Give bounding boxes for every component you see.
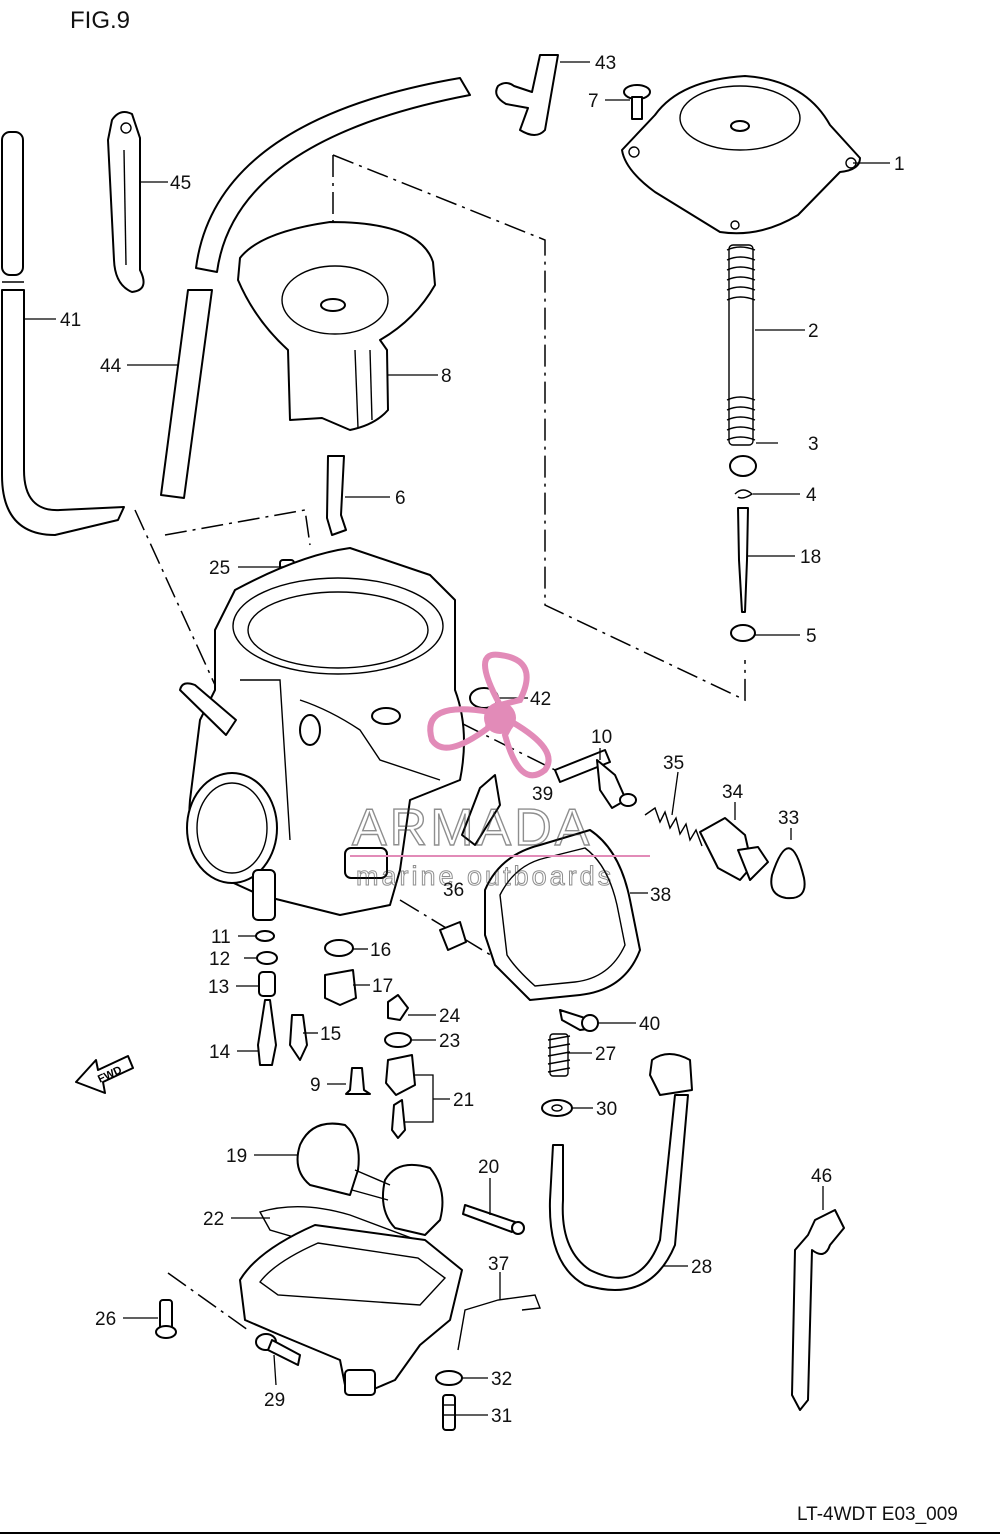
float-valve-group [345,994,416,1139]
part-label-5: 5 [806,626,817,647]
part-label-20: 20 [478,1157,499,1178]
watermark-brand: ARMADA [352,799,592,857]
pilot-screw-group [554,749,806,900]
armada-watermark: ARMADA marine outboards [350,651,650,892]
part-label-6: 6 [395,488,406,509]
top-cover-1 [621,75,861,235]
part-label-41: 41 [60,310,81,331]
part-label-29: 29 [264,1390,285,1411]
plug-36 [439,921,467,951]
part-label-31: 31 [491,1406,512,1427]
part-label-43: 43 [595,53,616,74]
screw-7 [623,84,651,120]
part-label-44: 44 [100,356,122,377]
part-label-17: 17 [372,976,393,997]
part-label-18: 18 [800,547,821,568]
part-label-21: 21 [453,1090,474,1111]
carburetor-body [179,547,501,921]
part-label-24: 24 [439,1006,461,1027]
part-label-23: 23 [439,1031,460,1052]
jets-left-group [255,930,357,1066]
float-19 [296,1122,444,1236]
part-label-19: 19 [226,1146,247,1167]
part-label-40: 40 [639,1014,660,1035]
part-label-34: 34 [722,782,744,803]
hose-41 [1,131,125,536]
part-label-25: 25 [209,558,230,579]
drain-screw-group [435,1370,463,1431]
figure-title: FIG.9 [70,7,130,34]
part-label-37: 37 [488,1254,509,1275]
propeller-logo-icon [427,651,552,779]
part-number-labels: 43 7 1 2 3 4 18 5 8 6 45 41 44 25 42 10 … [60,53,905,1427]
spring-27 [547,1033,571,1077]
screw-26 [155,1299,177,1339]
part-label-2: 2 [808,321,819,342]
part-label-42: 42 [530,689,551,710]
part-label-32: 32 [491,1369,512,1390]
part-label-30: 30 [596,1099,617,1120]
part-label-1: 1 [894,154,905,175]
part-label-9: 9 [310,1075,321,1096]
part-label-11: 11 [211,927,231,948]
clamp-46 [791,1209,845,1411]
part-label-35: 35 [663,753,684,774]
part-label-7: 7 [588,91,599,112]
pin-20 [462,1204,525,1235]
part-label-13: 13 [208,977,229,998]
screw-40 [559,1009,599,1032]
callout-leaders [24,61,890,1416]
watermark-tagline: marine outboards [356,861,614,891]
part-label-28: 28 [691,1257,712,1278]
float-bowl [239,1224,463,1396]
pump-cover-38 [484,829,641,1001]
part-label-45: 45 [170,173,191,194]
part-label-3: 3 [808,434,819,455]
part-label-33: 33 [778,808,799,829]
screw-29 [255,1333,301,1366]
spring-2 [726,244,756,446]
part-label-26: 26 [95,1309,116,1330]
part-label-46: 46 [811,1166,832,1187]
fwd-label: FWD [96,1064,124,1085]
part-label-36: 36 [443,880,464,901]
washer-30 [541,1099,573,1117]
bracket-37 [457,1294,541,1351]
t-fitting-43 [495,54,559,136]
part-label-10: 10 [591,727,612,748]
jet-6 [326,455,347,536]
part-label-38: 38 [650,885,671,906]
needle-parts [729,455,757,642]
part-label-4: 4 [806,485,817,506]
part-label-22: 22 [203,1209,224,1230]
part-label-16: 16 [370,940,391,961]
clamp-45 [107,111,145,293]
part-label-15: 15 [320,1024,341,1045]
cable-28 [548,1053,693,1291]
hose-44 [160,77,471,499]
part-label-12: 12 [209,949,230,970]
part-label-14: 14 [209,1042,231,1063]
diaphragm-8 [237,221,436,431]
fwd-arrow-icon: FWD [75,1055,134,1094]
figure-code: LT-4WDT E03_009 [797,1504,958,1525]
part-label-27: 27 [595,1044,616,1065]
part-label-39: 39 [532,784,553,805]
part-label-8: 8 [441,366,452,387]
